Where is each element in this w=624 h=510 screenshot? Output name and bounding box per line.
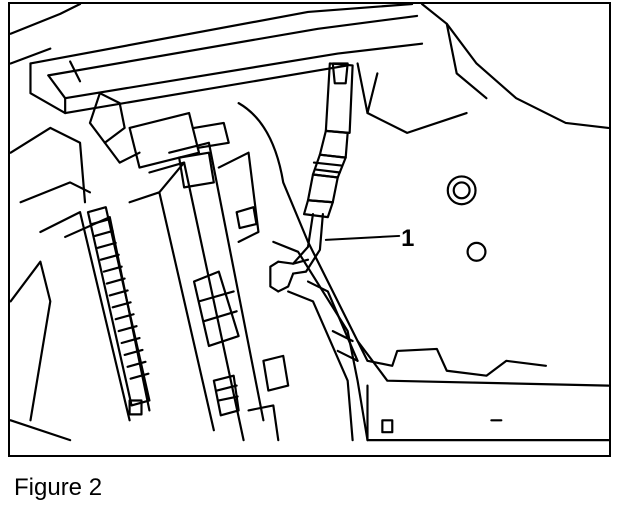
callout-label-1: 1 bbox=[401, 225, 414, 252]
lower-rail bbox=[247, 240, 369, 442]
upper-left-bracket bbox=[10, 4, 141, 164]
bulkhead-fasteners bbox=[446, 175, 487, 262]
callout-leader bbox=[324, 234, 401, 241]
technical-illustration: 1 bbox=[10, 4, 609, 442]
right-bulkhead bbox=[237, 4, 609, 442]
upper-cowl-beam bbox=[29, 4, 424, 115]
sensor-connector bbox=[302, 62, 354, 219]
figure-frame: 1 bbox=[8, 2, 611, 457]
figure-caption: Figure 2 bbox=[14, 474, 103, 501]
upper-clip-module bbox=[128, 111, 260, 243]
ribbed-connector-left bbox=[86, 206, 151, 416]
center-harness bbox=[128, 141, 265, 442]
